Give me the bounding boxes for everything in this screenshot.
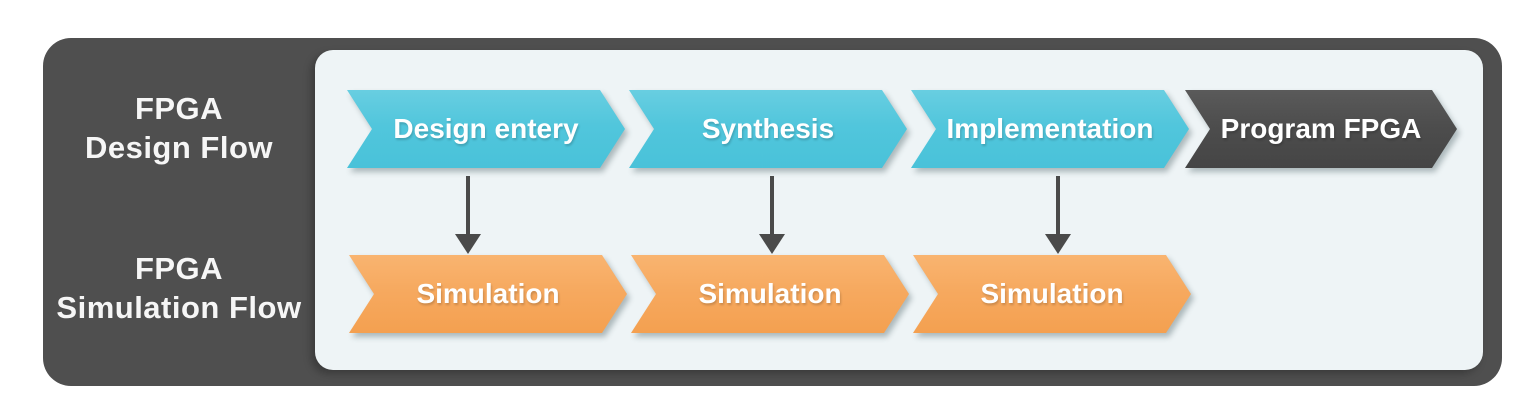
step-design-entry-label: Design entery xyxy=(393,113,579,144)
down-arrow-icon xyxy=(1045,176,1071,254)
step-program-fpga-shape: Program FPGA xyxy=(1185,90,1457,168)
step-simulation-2-shape: Simulation xyxy=(631,255,909,333)
step-implementation-shape: Implementation xyxy=(911,90,1189,168)
down-arrow-icon xyxy=(455,176,481,254)
simulation-flow-label: FPGA Simulation Flow xyxy=(43,249,315,327)
step-program-fpga-label: Program FPGA xyxy=(1220,113,1422,144)
step-simulation-3-label: Simulation xyxy=(980,278,1124,309)
step-simulation-2: Simulation xyxy=(631,255,909,333)
step-design-entry: Design entery xyxy=(347,90,625,168)
step-synthesis-label: Synthesis xyxy=(701,113,835,144)
step-simulation-2-label: Simulation xyxy=(698,278,842,309)
down-arrow-icon xyxy=(759,176,785,254)
step-simulation-1-shape: Simulation xyxy=(349,255,627,333)
step-program-fpga: Program FPGA xyxy=(1185,90,1457,168)
down-arrow-head xyxy=(455,234,481,254)
step-simulation-1-label: Simulation xyxy=(416,278,560,309)
step-synthesis: Synthesis xyxy=(629,90,907,168)
step-simulation-3: Simulation xyxy=(913,255,1191,333)
down-arrow-shaft xyxy=(770,176,774,236)
step-simulation-3-shape: Simulation xyxy=(913,255,1191,333)
design-flow-label-line2: Design Flow xyxy=(84,130,274,165)
down-arrow-shaft xyxy=(466,176,470,236)
step-simulation-1: Simulation xyxy=(349,255,627,333)
down-arrow-head xyxy=(1045,234,1071,254)
step-implementation-label: Implementation xyxy=(946,113,1154,144)
simulation-flow-label-line1: FPGA xyxy=(134,251,224,286)
down-arrow-shaft xyxy=(1056,176,1060,236)
design-flow-label: FPGA Design Flow xyxy=(43,89,315,167)
step-implementation: Implementation xyxy=(911,90,1189,168)
step-synthesis-shape: Synthesis xyxy=(629,90,907,168)
down-arrow-head xyxy=(759,234,785,254)
step-design-entry-shape: Design entery xyxy=(347,90,625,168)
design-flow-label-line1: FPGA xyxy=(134,91,224,126)
simulation-flow-label-line2: Simulation Flow xyxy=(56,290,302,325)
